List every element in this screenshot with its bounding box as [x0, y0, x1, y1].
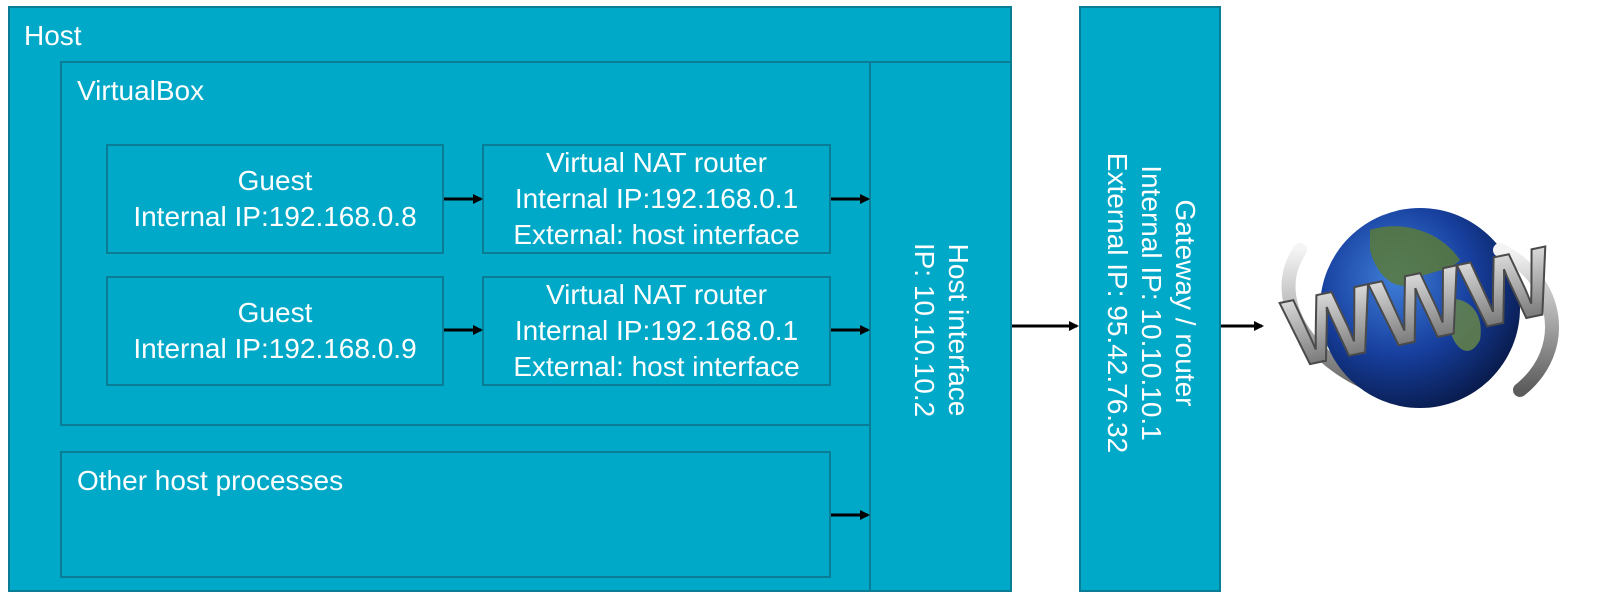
- nat-router-internal-2: Internal IP:192.168.0.1: [514, 315, 799, 346]
- nat-router-title-2: Virtual NAT router: [546, 279, 767, 310]
- nat-router-box-2: Virtual NAT router Internal IP:192.168.0…: [482, 276, 831, 386]
- gateway-box: Gateway / router Internal IP: 10.10.10.1…: [1079, 6, 1221, 592]
- gateway-name: Gateway / router: [1170, 199, 1201, 407]
- guest-box-2: Guest Internal IP:192.168.0.9: [106, 276, 444, 386]
- gateway-internal-ip: Internal IP: 10.10.10.1: [1136, 165, 1167, 441]
- globe-www-icon: WWW: [1274, 208, 1565, 408]
- guest-title-1: Guest: [237, 165, 313, 196]
- nat-router-internal-1: Internal IP:192.168.0.1: [514, 183, 799, 214]
- virtualbox-label: VirtualBox: [77, 75, 205, 106]
- nat-router-title-1: Virtual NAT router: [546, 147, 767, 178]
- other-processes-label: Other host processes: [77, 465, 344, 496]
- nat-router-box-1: Virtual NAT router Internal IP:192.168.0…: [482, 144, 831, 254]
- host-label: Host: [24, 20, 82, 51]
- nat-router-external-1: External: host interface: [513, 219, 800, 250]
- guest-title-2: Guest: [237, 297, 313, 328]
- guest-ip-2: Internal IP:192.168.0.9: [133, 333, 417, 364]
- host-interface-ip: IP: 10.10.10.2: [909, 242, 940, 418]
- host-interface-text: Host interface IP: 10.10.10.2: [904, 140, 978, 520]
- other-processes-box: Other host processes: [60, 451, 831, 578]
- host-interface-name: Host interface: [943, 243, 974, 417]
- nat-router-external-2: External: host interface: [513, 351, 800, 382]
- gateway-external-ip: External IP: 95.42.76.32: [1102, 152, 1133, 454]
- host-interface-box: Host interface IP: 10.10.10.2: [869, 61, 1012, 592]
- guest-box-1: Guest Internal IP:192.168.0.8: [106, 144, 444, 254]
- gateway-text: Gateway / router Internal IP: 10.10.10.1…: [1100, 103, 1202, 503]
- guest-ip-1: Internal IP:192.168.0.8: [133, 201, 417, 232]
